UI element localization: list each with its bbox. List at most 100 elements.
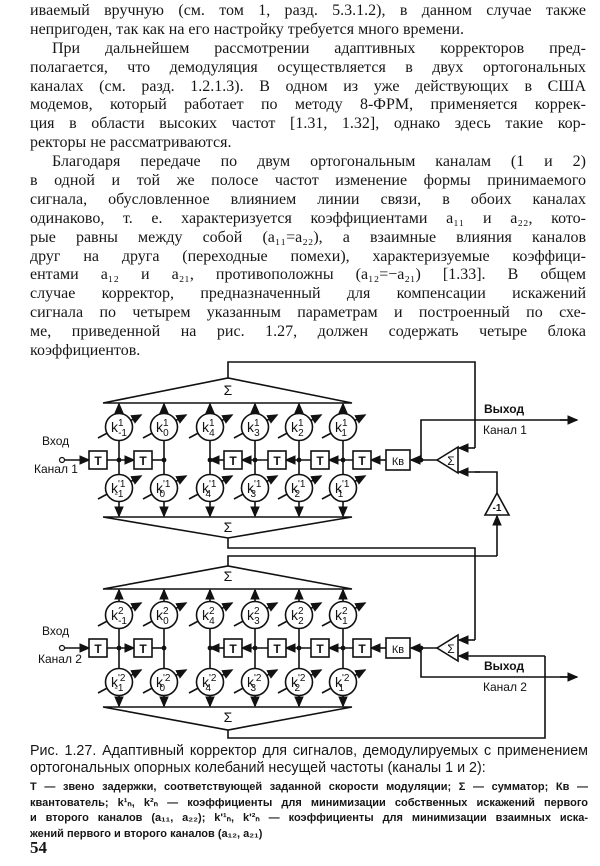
channel-2-corrector — [102, 565, 353, 731]
text-line: ивaемый вручную (см. том 1, разд. 5.3.1.… — [30, 2, 586, 19]
delay-block-t — [223, 638, 243, 658]
coefficient-bottom-circle — [240, 473, 270, 503]
coefficient-bottom-circle — [284, 667, 314, 697]
delay-label: T — [273, 642, 281, 656]
upper-summator — [102, 377, 353, 404]
signal-line — [475, 471, 498, 493]
coefficient-bottom-circle — [104, 473, 134, 503]
coefficient-top-circle — [328, 412, 358, 442]
caption-legend-line: и второго каналов (a₁₁, a₂₂); k'¹ₙ, k'²ₙ… — [30, 812, 588, 824]
caption-legend-line: жений первого и второго каналов (a₁₂, a₂… — [30, 827, 263, 840]
delay-label: T — [229, 642, 237, 656]
upper-summator — [102, 565, 353, 590]
text-line: непригоден, так как на его настройку тре… — [30, 20, 464, 38]
delay-label: T — [229, 454, 237, 468]
coefficient-bottom-circle — [328, 473, 358, 503]
lower-summator — [102, 516, 353, 539]
text-line: сигнала по четырем указанным параметрам … — [30, 304, 586, 322]
delay-label: T — [316, 454, 324, 468]
quantizer-label: Кв — [392, 644, 404, 656]
text-line: ректоры не рассматриваются. — [30, 134, 232, 152]
delay-block-t — [223, 450, 243, 470]
coefficient-bottom-circle — [240, 667, 270, 697]
output-label: Выход — [484, 659, 524, 673]
output-line — [420, 648, 575, 678]
coefficient-top-circle — [284, 600, 314, 630]
coefficient-top-circle — [149, 412, 179, 442]
delay-label: T — [273, 454, 281, 468]
quantizer-label: Кв — [392, 456, 404, 468]
lower-summator — [102, 706, 353, 731]
coefficient-top-label: k1-1 — [111, 418, 127, 439]
coefficient-bottom-circle — [149, 473, 179, 503]
coefficient-top-circle — [240, 412, 270, 442]
input-terminal — [58, 644, 66, 652]
caption-legend-line: квантователь; k¹ₙ, k²ₙ — коэффициенты дл… — [30, 796, 588, 809]
channel-1-corrector — [102, 377, 353, 539]
delay-block-t — [267, 450, 287, 470]
text-line: друг на друга (переходные помехи), харак… — [30, 247, 586, 265]
text-line: случае корректор, предназначенный для ко… — [30, 285, 586, 303]
input-label: Вход — [42, 434, 69, 448]
output-channel-label: Канал 1 — [483, 423, 527, 437]
delay-block-t — [88, 450, 108, 470]
input-terminal — [58, 456, 66, 464]
output-line — [420, 419, 575, 460]
text-line: сигнала, обусловленное влиянием линии св… — [30, 190, 586, 208]
delay-block-t — [310, 638, 330, 658]
coefficient-bottom-circle — [284, 473, 314, 503]
delay-block-t — [267, 638, 287, 658]
sum-symbol: Σ — [447, 454, 454, 468]
text-line: рые равны между собой (a₁₁=a₂₂), а взаим… — [30, 228, 586, 246]
signal-line — [227, 361, 476, 448]
coefficient-bottom-circle — [328, 667, 358, 697]
delay-label: T — [358, 642, 366, 656]
text-line: ме, приведенной на рис. 1.27, должен сод… — [30, 323, 586, 341]
delay-label: T — [139, 454, 147, 468]
body-text: ивaемый вручную (см. том 1, разд. 5.3.1.… — [30, 2, 586, 361]
coefficient-bottom-circle — [195, 667, 225, 697]
caption-title-line: Рис. 1.27. Адаптивный корректор для сигн… — [30, 743, 588, 759]
coefficient-top-circle — [149, 600, 179, 630]
signal-line — [227, 555, 497, 566]
coefficient-top-circle — [284, 412, 314, 442]
inverter-label: -1 — [493, 503, 502, 514]
delay-label: T — [358, 454, 366, 468]
text-line: ция в области высоких частот [1.31, 1.32… — [30, 115, 586, 133]
delay-block-t — [310, 450, 330, 470]
caption-title-line: ортогональных опорных колебаний несущей … — [30, 760, 486, 776]
figure-caption: Рис. 1.27. Адаптивный корректор для сигн… — [30, 743, 588, 842]
coefficient-top-circle — [104, 412, 134, 442]
input-channel-label: Канал 1 — [34, 462, 78, 476]
text-line: ентами a₁₂ и a₂₁, противоположны (a₁₂=−a… — [30, 266, 586, 284]
coefficient-bottom-circle — [104, 667, 134, 697]
main-summator — [435, 445, 459, 475]
delay-block-t — [133, 450, 153, 470]
delay-label: T — [94, 454, 102, 468]
sum-symbol: Σ — [224, 382, 233, 398]
delay-block-t — [133, 638, 153, 658]
text-line: коэффициентов. — [30, 342, 141, 360]
delay-block-t — [88, 638, 108, 658]
signal-line — [227, 538, 476, 640]
text-line: полагается, что демодуляция осуществляет… — [30, 58, 586, 76]
text-line: одинаково, т. е. характеризуется коэффиц… — [30, 209, 586, 227]
signal-line — [227, 656, 546, 739]
coefficient-bottom-label: k'1-1 — [111, 479, 126, 500]
